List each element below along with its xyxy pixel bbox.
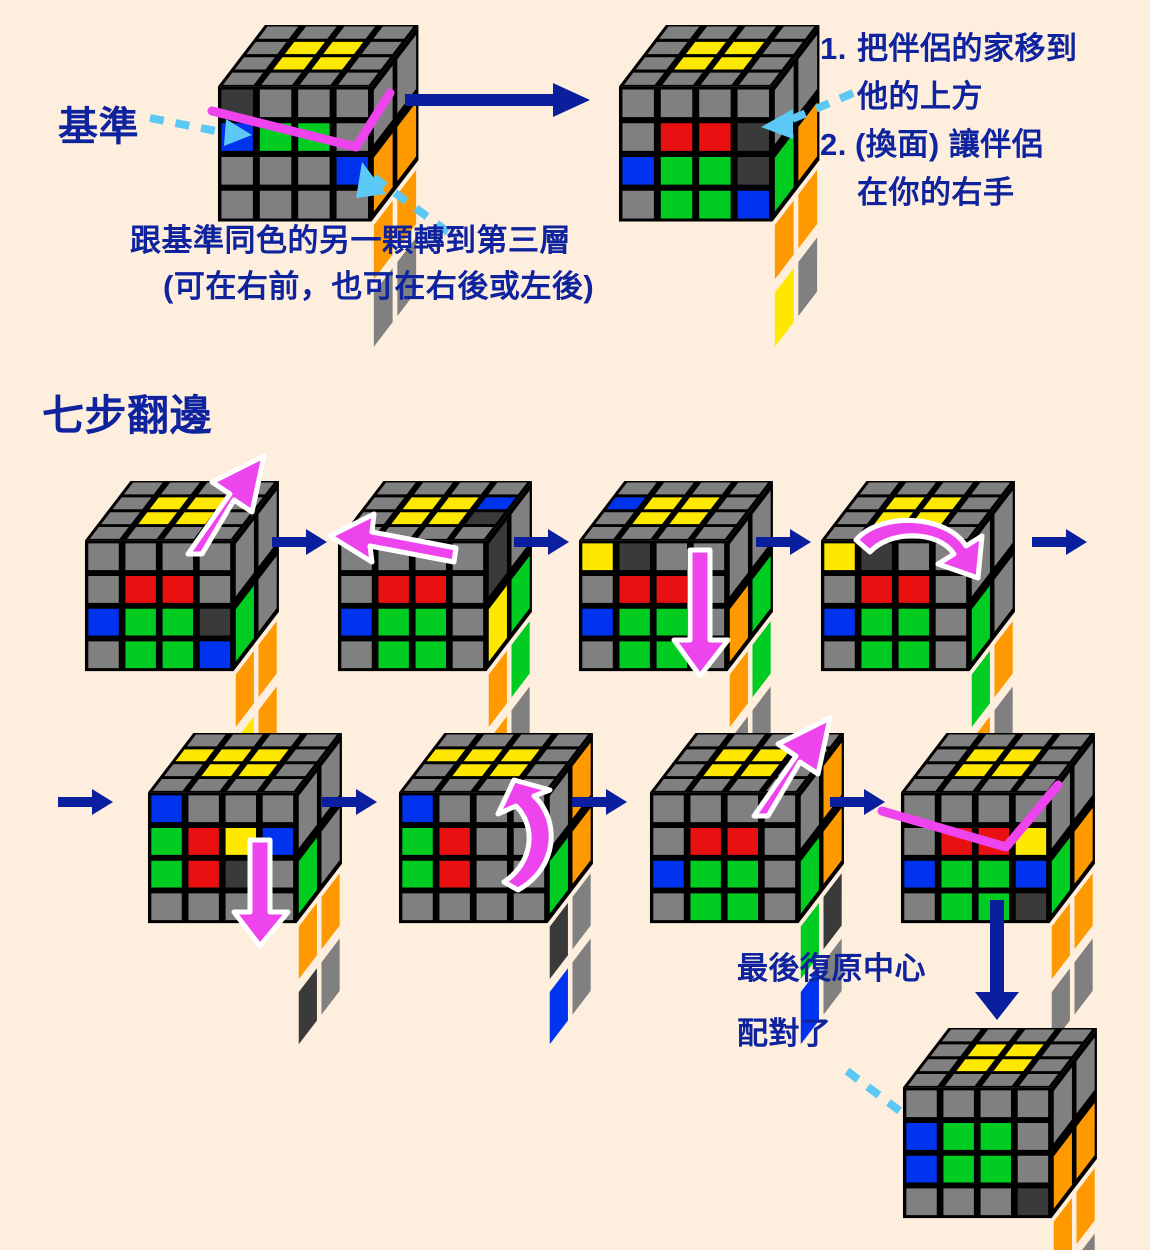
solid-arrow-right-icon-5 <box>1032 528 1087 556</box>
solid-arrow-right-icon-7 <box>322 788 377 816</box>
turn-arrow-icon-down-1 <box>671 547 732 679</box>
solid-arrow-right-icon-6 <box>58 788 113 816</box>
step-2-text-line2: 在你的右手 <box>857 175 1015 210</box>
dashed-arrow-icon-caption <box>328 148 458 238</box>
cube-final <box>900 1025 1101 1250</box>
cube-step-8 <box>898 730 1099 1045</box>
highlight-line-icon-1 <box>207 85 408 175</box>
caption-line-1: 跟基準同色的另一顆轉到第三層 <box>130 223 571 258</box>
solid-arrow-right-icon-9 <box>830 788 885 816</box>
step-1-text-line1: 把伴侶的家移到 <box>857 31 1078 66</box>
dashed-arrow-icon-baseline <box>148 105 268 155</box>
final-note-line-1: 最後復原中心 <box>737 951 926 986</box>
caption-line-2: (可在右前，也可在右後或左後) <box>163 269 595 304</box>
solid-arrow-right-icon-4 <box>756 528 811 556</box>
turn-arrow-icon-up-right-1 <box>182 450 272 560</box>
solid-arrow-right-icon-8 <box>572 788 627 816</box>
solid-arrow-down-icon-1 <box>975 900 1019 1020</box>
turn-arrow-icon-curve-up-1 <box>480 777 570 893</box>
step-1-text-line2: 他的上方 <box>857 79 983 114</box>
step-1-number: 1. <box>820 31 847 66</box>
section-heading: 七步翻邊 <box>42 392 213 439</box>
turn-arrow-icon-down-2 <box>231 837 292 949</box>
turn-arrow-icon-curve-1 <box>850 508 1000 588</box>
solid-arrow-right-icon-1 <box>405 80 590 120</box>
step-2-number: 2. <box>820 127 847 162</box>
final-note-line-2: 配對了 <box>737 1016 832 1051</box>
step-2-text-line1: (換面) 讓伴侶 <box>855 127 1044 162</box>
cube-row1-result <box>616 22 824 347</box>
turn-arrow-icon-up-right-2 <box>748 712 838 822</box>
solid-arrow-right-icon-2 <box>272 528 327 556</box>
dashed-arrow-icon-step1 <box>745 85 855 145</box>
cube-step-4 <box>818 478 1019 793</box>
turn-arrow-icon-left-1 <box>327 508 459 568</box>
baseline-label: 基準 <box>58 105 139 149</box>
solid-arrow-right-icon-3 <box>514 528 569 556</box>
highlight-line-icon-2 <box>877 775 1078 865</box>
